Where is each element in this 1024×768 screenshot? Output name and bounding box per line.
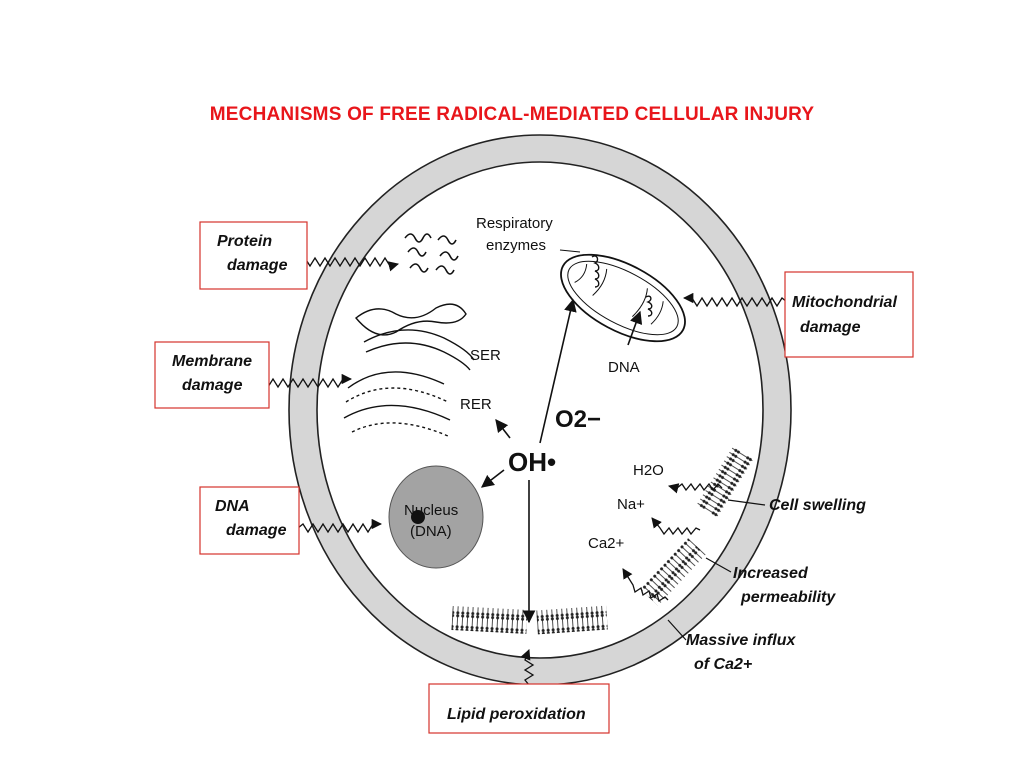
lipid-bilayer-right bbox=[640, 445, 754, 606]
svg-text:RER: RER bbox=[460, 396, 492, 413]
svg-text:SER: SER bbox=[470, 347, 501, 364]
svg-text:H2O: H2O bbox=[633, 462, 664, 479]
mito-dna-coil-2 bbox=[645, 295, 653, 317]
svg-text:Ca2+: Ca2+ bbox=[588, 535, 625, 552]
svg-text:OH•: OH• bbox=[508, 447, 556, 477]
calcium-label: Ca2+ bbox=[588, 535, 625, 552]
svg-text:(DNA): (DNA) bbox=[410, 523, 452, 540]
massive-influx-label-2: of Ca2+ bbox=[694, 656, 752, 673]
respiratory-label-1: Respiratory bbox=[476, 215, 553, 232]
increased-permeability-label-1: Increased bbox=[733, 565, 809, 582]
sodium-label: Na+ bbox=[617, 496, 645, 513]
svg-text:damage: damage bbox=[182, 377, 243, 394]
nucleus bbox=[388, 465, 484, 569]
superoxide-label: O2− bbox=[555, 406, 601, 433]
svg-text:Mitochondrial: Mitochondrial bbox=[792, 294, 897, 311]
svg-text:damage: damage bbox=[800, 319, 861, 336]
svg-text:permeability: permeability bbox=[740, 589, 836, 606]
protein-label-1: Protein bbox=[217, 233, 272, 250]
svg-text:damage: damage bbox=[226, 522, 287, 539]
svg-text:Nucleus: Nucleus bbox=[404, 502, 458, 519]
svg-text:of Ca2+: of Ca2+ bbox=[694, 656, 752, 673]
increased-permeability-label-2: permeability bbox=[740, 589, 836, 606]
protein-label-2: damage bbox=[227, 257, 288, 274]
svg-text:Na+: Na+ bbox=[617, 496, 645, 513]
svg-text:Respiratory: Respiratory bbox=[476, 215, 553, 232]
respiratory-label-2: enzymes bbox=[486, 237, 546, 254]
mito-dna-coil bbox=[591, 255, 600, 288]
dna-label-2: damage bbox=[226, 522, 287, 539]
hydroxyl-arrows bbox=[480, 249, 643, 624]
membrane-damage-box bbox=[154, 341, 270, 409]
svg-text:Massive influx: Massive influx bbox=[686, 632, 796, 649]
endoplasmic-reticulum-icon bbox=[343, 303, 475, 437]
lipid-peroxidation-box bbox=[428, 683, 610, 734]
membrane-label-1: Membrane bbox=[172, 353, 252, 370]
mito-label-1: Mitochondrial bbox=[792, 294, 897, 311]
svg-text:damage: damage bbox=[227, 257, 288, 274]
mitochondrial-damage-box bbox=[784, 271, 914, 358]
protein-damage-box bbox=[199, 221, 308, 290]
mitochondrion-icon bbox=[560, 253, 686, 343]
dna-label-1: DNA bbox=[215, 498, 250, 515]
cell-swelling-label: Cell swelling bbox=[769, 497, 866, 514]
dna-damage-box bbox=[199, 486, 300, 555]
rer-label: RER bbox=[460, 396, 492, 413]
callout-leaders bbox=[667, 499, 766, 641]
svg-text:Protein: Protein bbox=[217, 233, 272, 250]
svg-text:Lipid peroxidation: Lipid peroxidation bbox=[447, 706, 586, 723]
lipid-label: Lipid peroxidation bbox=[447, 706, 586, 723]
mito-dna-label: DNA bbox=[608, 359, 640, 376]
nucleolus bbox=[411, 510, 425, 524]
protein-icon bbox=[404, 233, 459, 275]
svg-text:O2−: O2− bbox=[555, 406, 601, 433]
membrane-label-2: damage bbox=[182, 377, 243, 394]
svg-text:enzymes: enzymes bbox=[486, 237, 546, 254]
damage-zigzag-arrows bbox=[257, 256, 788, 686]
svg-text:DNA: DNA bbox=[215, 498, 250, 515]
svg-text:Increased: Increased bbox=[733, 565, 809, 582]
water-label: H2O bbox=[633, 462, 664, 479]
nucleus-label-2: (DNA) bbox=[410, 523, 452, 540]
diagram-title: MECHANISMS OF FREE RADICAL-MEDIATED CELL… bbox=[209, 104, 815, 125]
hydroxyl-label: OH• bbox=[508, 447, 556, 477]
svg-text:Membrane: Membrane bbox=[172, 353, 252, 370]
cell-membrane bbox=[288, 134, 792, 686]
lipid-bilayer-bottom bbox=[451, 605, 608, 635]
ser-label: SER bbox=[470, 347, 501, 364]
svg-text:DNA: DNA bbox=[608, 359, 640, 376]
svg-text:Cell swelling: Cell swelling bbox=[769, 497, 866, 514]
nucleus-label-1: Nucleus bbox=[404, 502, 458, 519]
massive-influx-label-1: Massive influx bbox=[686, 632, 796, 649]
mito-label-2: damage bbox=[800, 319, 861, 336]
